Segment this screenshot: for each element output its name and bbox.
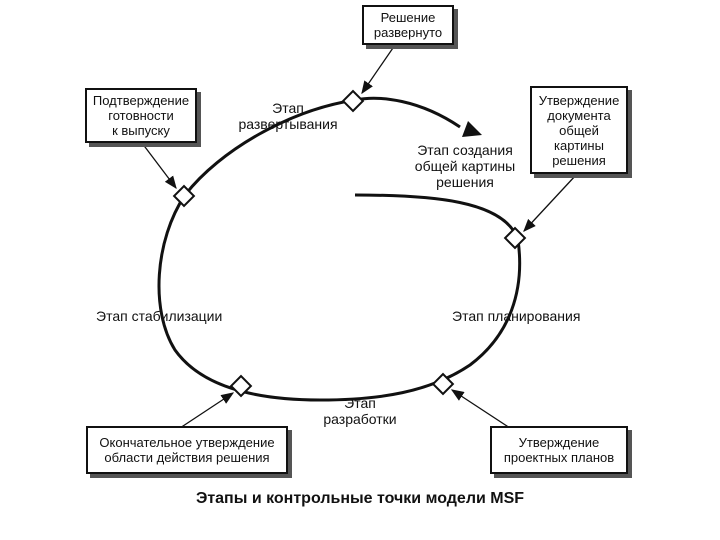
milestone-box-plans: Утверждение проектных планов xyxy=(490,426,628,474)
pointer-arrow-vision xyxy=(523,174,577,232)
pointer-arrow-deployed xyxy=(361,44,396,95)
milestone-box-deployed: Решение развернуто xyxy=(362,5,454,45)
phase-planning-label: Этап планирования xyxy=(452,308,581,324)
phase-envisioning-label: Этап создания общей картины решения xyxy=(414,142,516,190)
cycle-curve xyxy=(157,96,522,402)
phase-stabilizing-label: Этап стабилизации xyxy=(96,308,223,324)
milestone-diamond-vision xyxy=(503,226,527,250)
milestone-diamond-release xyxy=(172,184,196,208)
milestone-box-vision: Утверждение документа общей картины реше… xyxy=(530,86,628,174)
milestone-vision-text: Утверждение документа общей картины реше… xyxy=(538,92,620,168)
milestone-plans-text: Утверждение проектных планов xyxy=(503,435,615,465)
milestone-release-text: Подтверждение готовности к выпуску xyxy=(92,93,190,138)
milestone-diamond-plans xyxy=(431,372,455,396)
milestone-box-scope: Окончательное утверждение области действ… xyxy=(86,426,288,474)
pointer-arrow-plans xyxy=(450,389,511,429)
phase-deploying-label: Этап развертывания xyxy=(238,100,338,132)
phase-developing-label: Этап разработки xyxy=(323,395,397,427)
cycle-arrowhead xyxy=(462,121,482,137)
milestone-diamond-scope xyxy=(229,374,253,398)
pointer-arrow-scope xyxy=(179,392,235,429)
milestone-scope-text: Окончательное утверждение области действ… xyxy=(99,435,275,465)
diagram-caption: Этапы и контрольные точки модели MSF xyxy=(195,490,525,507)
milestone-diamond-deployed xyxy=(341,89,365,113)
milestone-deployed-text: Решение развернуто xyxy=(373,10,443,40)
pointer-arrow-release xyxy=(141,142,177,190)
milestone-box-release: Подтверждение готовности к выпуску xyxy=(85,88,197,143)
